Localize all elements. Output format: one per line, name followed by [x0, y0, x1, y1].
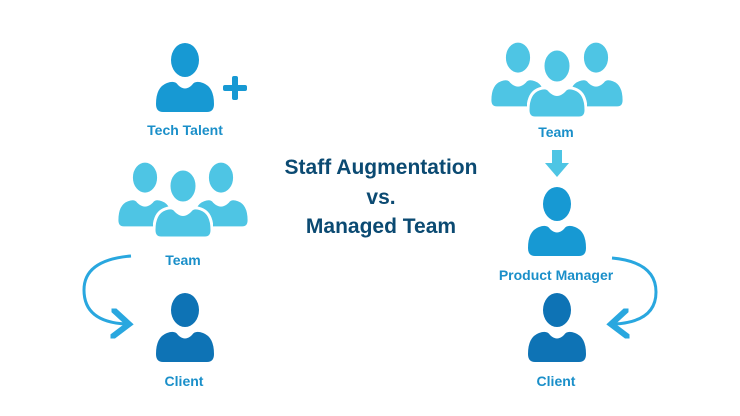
right-pm-to-client-arrow [612, 256, 658, 324]
product-manager-label: Product Manager [498, 267, 614, 283]
left-client-person-icon [156, 293, 214, 362]
diagram-title-line-2: vs. [366, 186, 396, 209]
right-client-label: Client [536, 373, 576, 389]
product-manager-person-icon [528, 187, 586, 256]
left-client-label: Client [164, 373, 204, 389]
tech-talent-person-icon [156, 43, 214, 112]
left-team-to-client-arrow [82, 254, 131, 324]
left-team-icon [116, 160, 250, 240]
right-client-person-icon [528, 293, 586, 362]
right-team-icon [489, 40, 625, 120]
diagram-title-line-1: Staff Augmentation [284, 156, 478, 179]
down-arrow-icon [545, 150, 569, 177]
right-team-label: Team [538, 124, 574, 140]
plus-icon [223, 76, 247, 100]
left-team-label: Team [165, 252, 201, 268]
diagram-title-line-3: Managed Team [305, 215, 457, 238]
tech-talent-label: Tech Talent [147, 122, 223, 138]
